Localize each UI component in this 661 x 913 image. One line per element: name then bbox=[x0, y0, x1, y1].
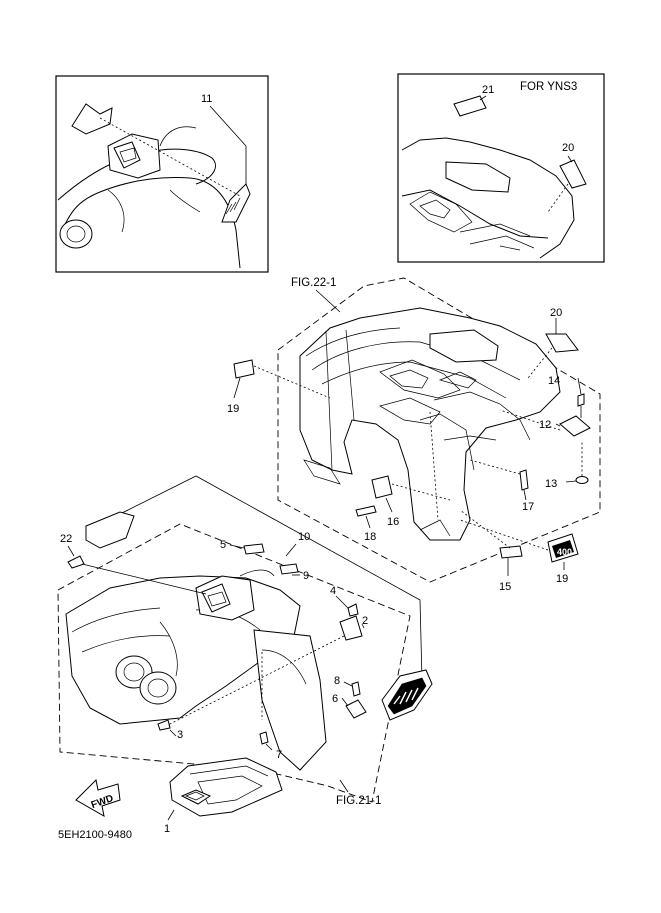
inset-yns3-detail: FOR YNS3 21 20 bbox=[397, 73, 605, 263]
callout-13: 13 bbox=[545, 478, 557, 490]
callout-19-right: 19 bbox=[556, 573, 568, 585]
decal-400-text: 400 bbox=[557, 547, 572, 557]
callout-20: 20 bbox=[550, 307, 562, 319]
callout-6: 6 bbox=[332, 693, 338, 705]
inset-title: FOR YNS3 bbox=[520, 81, 577, 93]
callout-22: 22 bbox=[60, 533, 72, 545]
callout-21: 21 bbox=[482, 84, 494, 96]
fig-ref-front: FIG.21-1 bbox=[336, 795, 381, 807]
callout-17: 17 bbox=[522, 501, 534, 513]
callout-4: 4 bbox=[330, 585, 336, 597]
callout-11: 11 bbox=[201, 93, 212, 105]
inset-front-detail: 11 bbox=[55, 75, 269, 273]
part-1-tray: 1 bbox=[164, 757, 283, 835]
fig-ref-rear: FIG.22-1 bbox=[291, 277, 336, 289]
callout-12: 12 bbox=[539, 419, 551, 431]
callout-19-left: 19 bbox=[227, 403, 239, 415]
callout-18: 18 bbox=[364, 531, 376, 543]
rear-fender-group: FIG.22-1 20 19 14 bbox=[227, 277, 601, 593]
callout-10: 10 bbox=[298, 531, 310, 543]
front-fender-group: FIG.21-1 22 5 9 bbox=[57, 475, 433, 807]
callout-9: 9 bbox=[303, 570, 309, 582]
callout-3: 3 bbox=[177, 729, 183, 741]
callout-16: 16 bbox=[387, 516, 399, 528]
callout-20-inset: 20 bbox=[562, 142, 574, 154]
callout-14: 14 bbox=[548, 375, 560, 387]
drawing-code: 5EH2100-9480 bbox=[58, 829, 132, 841]
callout-7: 7 bbox=[276, 749, 282, 761]
callout-2: 2 bbox=[362, 615, 368, 627]
fwd-arrow-icon: FWD bbox=[75, 778, 121, 817]
callout-5: 5 bbox=[220, 539, 226, 551]
callout-1: 1 bbox=[164, 823, 170, 835]
callout-8: 8 bbox=[334, 675, 340, 687]
callout-15: 15 bbox=[499, 581, 511, 593]
decal-400: 400 bbox=[547, 533, 579, 563]
